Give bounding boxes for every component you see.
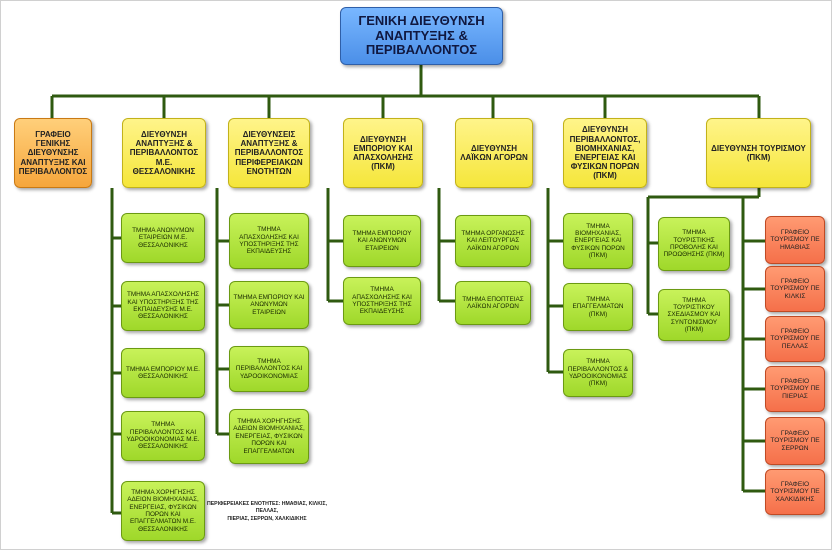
department-box: ΤΜΗΜΑ ΕΠΟΠΤΕΙΑΣ ΛΑΪΚΩΝ ΑΓΟΡΩΝ [455, 281, 531, 325]
directorate-thessaloniki: ΔΙΕΥΘΥΝΣΗ ΑΝΑΠΤΥΞΗΣ & ΠΕΡΙΒΑΛΛΟΝΤΟΣ Μ.Ε.… [122, 118, 206, 188]
department-box: ΤΜΗΜΑ ΠΕΡΙΒΑΛΛΟΝΤΟΣ ΚΑΙ ΥΔΡΟΟΙΚΟΝΟΜΙΑΣ [229, 346, 309, 392]
department-box: ΤΜΗΜΑ ΑΠΑΣΧΟΛΗΣΗΣ ΚΑΙ ΥΠΟΣΤΗΡΙΞΗΣ ΤΗΣ ΕΚ… [121, 281, 205, 331]
department-box: ΤΜΗΜΑ ΧΟΡΗΓΗΣΗΣ ΑΔΕΙΩΝ ΒΙΟΜΗΧΑΝΙΑΣ, ΕΝΕΡ… [121, 481, 205, 541]
directorate-environment-industry: ΔΙΕΥΘΥΝΣΗ ΠΕΡΙΒΑΛΛΟΝΤΟΣ, ΒΙΟΜΗΧΑΝΙΑΣ, ΕΝ… [563, 118, 647, 188]
tourism-office-box: ΓΡΑΦΕΙΟ ΤΟΥΡΙΣΜΟΥ ΠΕ ΚΙΛΚΙΣ [765, 266, 825, 312]
tourism-office-box: ΓΡΑΦΕΙΟ ΤΟΥΡΙΣΜΟΥ ΠΕ ΗΜΑΘΙΑΣ [765, 216, 825, 264]
footnote-line-2: ΠΙΕΡΙΑΣ, ΣΕΡΡΩΝ, ΧΑΛΚΙΔΙΚΗΣ [227, 515, 307, 522]
department-box: ΤΜΗΜΑ ΠΕΡΙΒΑΛΛΟΝΤΟΣ ΚΑΙ ΥΔΡΟΟΙΚΟΝΟΜΙΑΣ Μ… [121, 411, 205, 461]
department-box: ΤΜΗΜΑ ΠΕΡΙΒΑΛΛΟΝΤΟΣ & ΥΔΡΟΟΙΚΟΝΟΜΙΑΣ (ΠΚ… [563, 349, 633, 397]
department-box: ΤΜΗΜΑ ΕΜΠΟΡΙΟΥ ΚΑΙ ΑΝΩΝΥΜΩΝ ΕΤΑΙΡΕΙΩΝ [343, 215, 421, 267]
directorate-open-markets: ΔΙΕΥΘΥΝΣΗ ΛΑΪΚΩΝ ΑΓΟΡΩΝ [455, 118, 533, 188]
tourism-office-box: ΓΡΑΦΕΙΟ ΤΟΥΡΙΣΜΟΥ ΠΕ ΧΑΛΚΙΔΙΚΗΣ [765, 469, 825, 515]
directorate-regional-units: ΔΙΕΥΘΥΝΣΕΙΣ ΑΝΑΠΤΥΞΗΣ & ΠΕΡΙΒΑΛΛΟΝΤΟΣ ΠΕ… [228, 118, 310, 188]
tourism-office-box: ΓΡΑΦΕΙΟ ΤΟΥΡΙΣΜΟΥ ΠΕ ΣΕΡΡΩΝ [765, 417, 825, 465]
tourism-office-box: ΓΡΑΦΕΙΟ ΤΟΥΡΙΣΜΟΥ ΠΕ ΠΙΕΡΙΑΣ [765, 366, 825, 412]
root-general-directorate: ΓΕΝΙΚΗ ΔΙΕΥΘΥΝΣΗ ΑΝΑΠΤΥΞΗΣ & ΠΕΡΙΒΑΛΛΟΝΤ… [340, 7, 503, 65]
directorate-tourism: ΔΙΕΥΘΥΝΣΗ ΤΟΥΡΙΣΜΟΥ (ΠΚΜ) [706, 118, 811, 188]
directorate-commerce-employment: ΔΙΕΥΘΥΝΣΗ ΕΜΠΟΡΙΟΥ ΚΑΙ ΑΠΑΣΧΟΛΗΣΗΣ (ΠΚΜ) [343, 118, 423, 188]
general-directorate-office: ΓΡΑΦΕΙΟ ΓΕΝΙΚΗΣ ΔΙΕΥΘΥΝΣΗΣ ΑΝΑΠΤΥΞΗΣ ΚΑΙ… [14, 118, 92, 188]
department-box: ΤΜΗΜΑ ΑΝΩΝΥΜΩΝ ΕΤΑΙΡΕΙΩΝ Μ.Ε. ΘΕΣΣΑΛΟΝΙΚ… [121, 213, 205, 263]
footnote-line-1: ΠΕΡΙΦΕΡΕΙΑΚΕΣ ΕΝΟΤΗΤΕΣ: ΗΜΑΘΙΑΣ, ΚΙΛΚΙΣ,… [206, 501, 328, 515]
department-box: ΤΜΗΜΑ ΑΠΑΣΧΟΛΗΣΗΣ ΚΑΙ ΥΠΟΣΤΗΡΙΞΗΣ ΤΗΣ ΕΚ… [229, 213, 309, 269]
department-box: ΤΜΗΜΑ ΕΜΠΟΡΙΟΥ Μ.Ε. ΘΕΣΣΑΛΟΝΙΚΗΣ [121, 348, 205, 398]
department-box: ΤΜΗΜΑ ΤΟΥΡΙΣΤΙΚΗΣ ΠΡΟΒΟΛΗΣ ΚΑΙ ΠΡΟΩΘΗΣΗΣ… [658, 217, 730, 271]
tourism-office-box: ΓΡΑΦΕΙΟ ΤΟΥΡΙΣΜΟΥ ΠΕ ΠΕΛΛΑΣ [765, 316, 825, 362]
department-box: ΤΜΗΜΑ ΟΡΓΑΝΩΣΗΣ ΚΑΙ ΛΕΙΤΟΥΡΓΙΑΣ ΛΑΪΚΩΝ Α… [455, 215, 531, 267]
department-box: ΤΜΗΜΑ ΕΠΑΓΓΕΛΜΑΤΩΝ (ΠΚΜ) [563, 283, 633, 331]
department-box: ΤΜΗΜΑ ΕΜΠΟΡΙΟΥ ΚΑΙ ΑΝΩΝΥΜΩΝ ΕΤΑΙΡΕΙΩΝ [229, 281, 309, 329]
regional-units-footnote: ΠΕΡΙΦΕΡΕΙΑΚΕΣ ΕΝΟΤΗΤΕΣ: ΗΜΑΘΙΑΣ, ΚΙΛΚΙΣ,… [197, 501, 337, 523]
department-box: ΤΜΗΜΑ ΤΟΥΡΙΣΤΙΚΟΥ ΣΧΕΔΙΑΣΜΟΥ ΚΑΙ ΣΥΝΤΟΝΙ… [658, 289, 730, 341]
department-box: ΤΜΗΜΑ ΒΙΟΜΗΧΑΝΙΑΣ, ΕΝΕΡΓΕΙΑΣ ΚΑΙ ΦΥΣΙΚΩΝ… [563, 213, 633, 269]
department-box: ΤΜΗΜΑ ΧΟΡΗΓΗΣΗΣ ΑΔΕΙΩΝ ΒΙΟΜΗΧΑΝΙΑΣ, ΕΝΕΡ… [229, 409, 309, 464]
department-box: ΤΜΗΜΑ ΑΠΑΣΧΟΛΗΣΗΣ ΚΑΙ ΥΠΟΣΤΗΡΙΞΗΣ ΤΗΣ ΕΚ… [343, 277, 421, 325]
